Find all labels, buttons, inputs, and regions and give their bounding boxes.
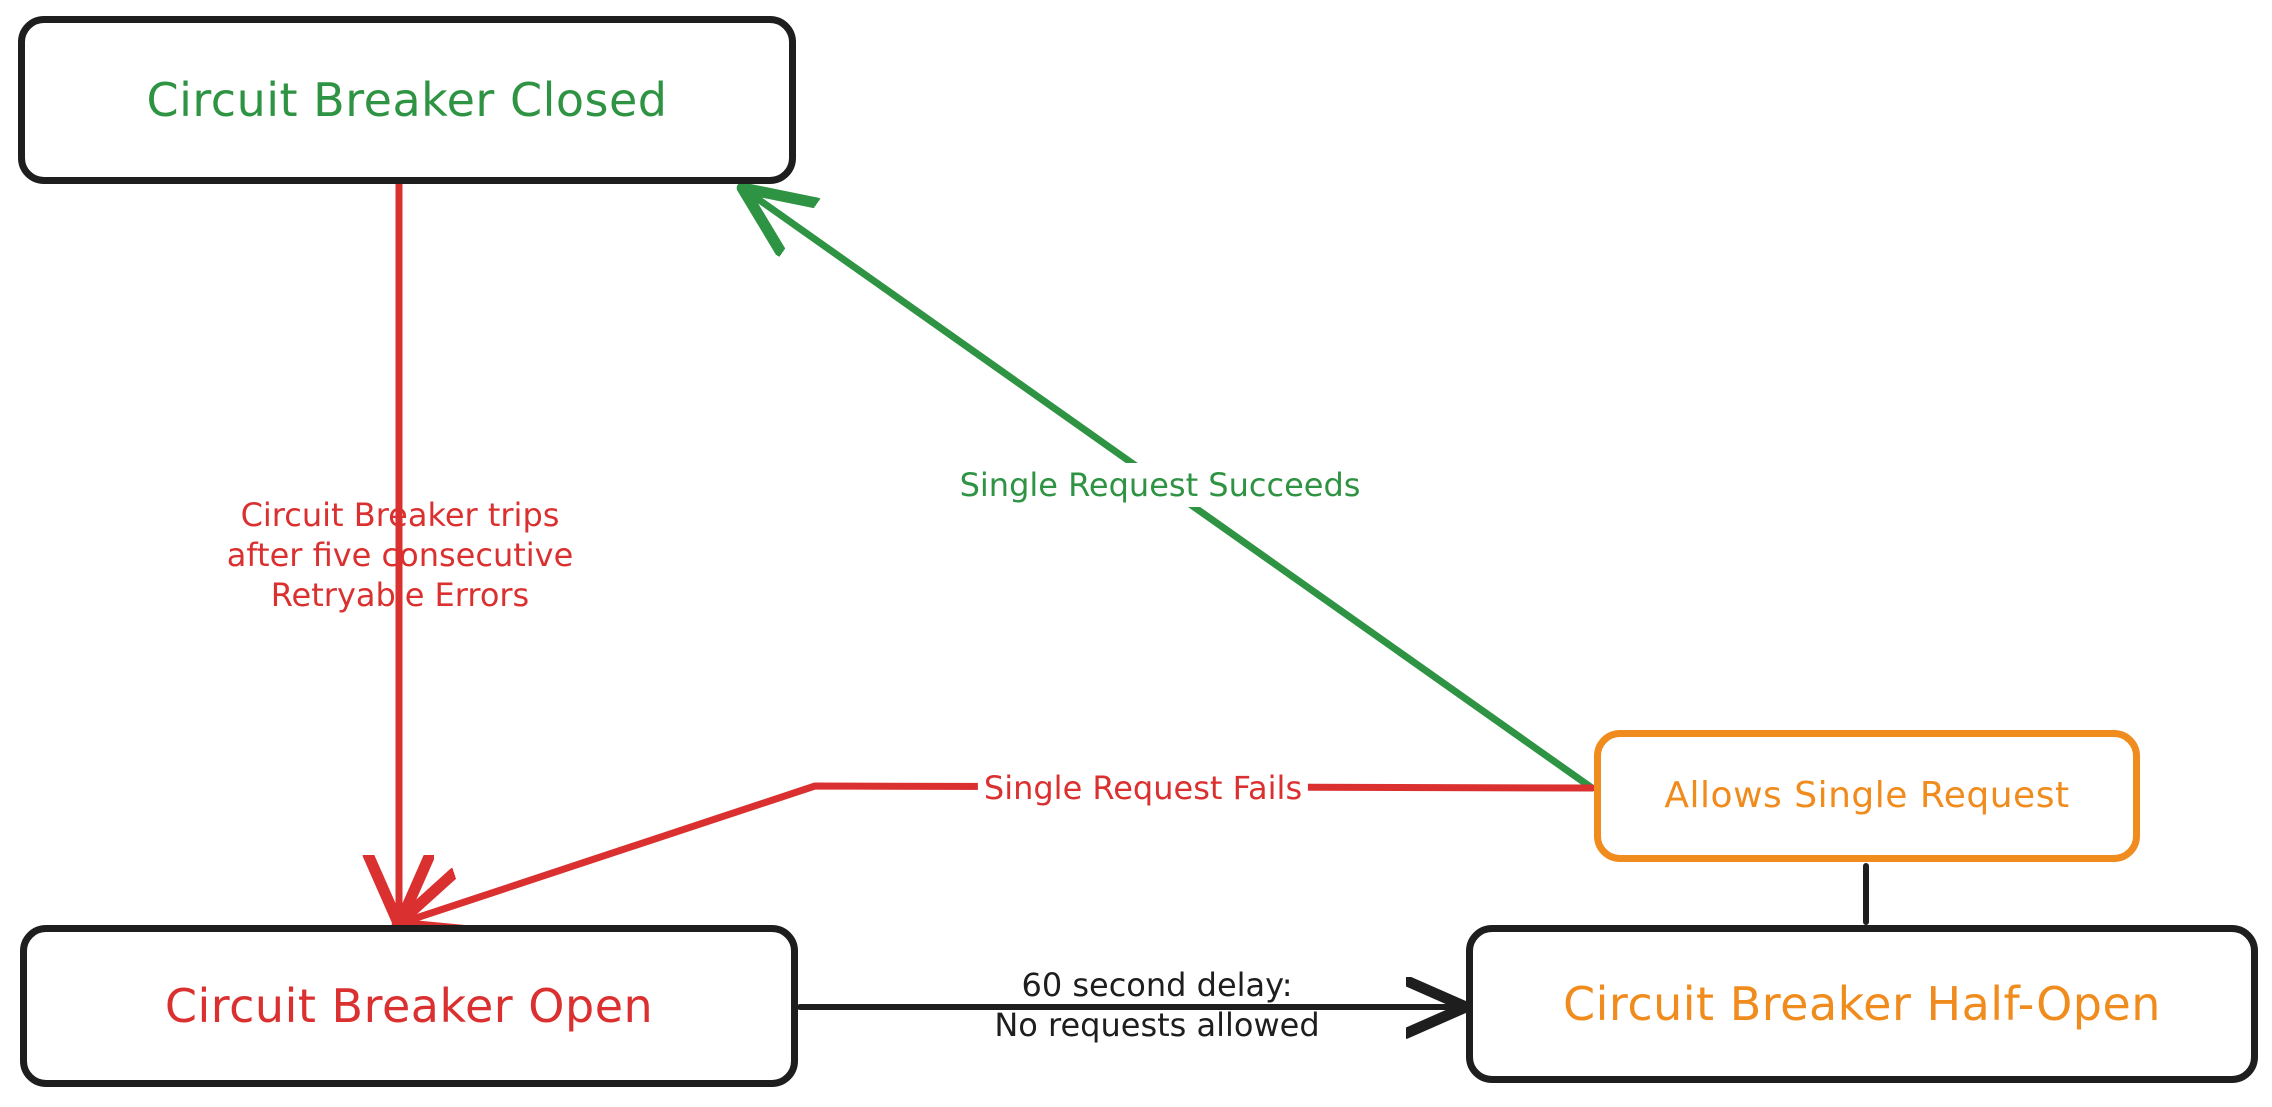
node-label-half-open: Circuit Breaker Half-Open xyxy=(1563,976,2161,1031)
edge-label-single-request-succeeds: Single Request Succeeds xyxy=(949,463,1371,507)
node-allows-single-request[interactable]: Allows Single Request xyxy=(1594,730,2140,862)
edge-label-closed-to-open: Circuit Breaker trips after five consecu… xyxy=(227,495,574,615)
edge-label-line-1: Single Request Succeeds xyxy=(959,466,1361,504)
edge-label-60-second-delay: 60 second delay: No requests allowed xyxy=(994,965,1319,1045)
node-circuit-breaker-closed[interactable]: Circuit Breaker Closed xyxy=(18,16,796,184)
node-circuit-breaker-half-open[interactable]: Circuit Breaker Half-Open xyxy=(1466,925,2258,1083)
edge-label-line-2: after five consecutive xyxy=(226,536,574,574)
edge-allows-to-open xyxy=(404,782,1596,922)
edge-label-line-2: No requests allowed xyxy=(994,1006,1320,1044)
edge-label-line-1: Circuit Breaker trips xyxy=(240,496,560,534)
node-label-closed: Circuit Breaker Closed xyxy=(146,72,668,127)
edge-label-line-3: Retryable Errors xyxy=(270,576,530,614)
node-label-allows-single-request: Allows Single Request xyxy=(1664,775,2070,817)
edge-label-line-1: Single Request Fails xyxy=(983,769,1303,807)
node-label-open: Circuit Breaker Open xyxy=(164,978,654,1033)
edge-label-single-request-fails: Single Request Fails xyxy=(977,768,1309,808)
edge-label-line-1: 60 second delay: xyxy=(1021,966,1293,1004)
node-circuit-breaker-open[interactable]: Circuit Breaker Open xyxy=(20,925,798,1087)
